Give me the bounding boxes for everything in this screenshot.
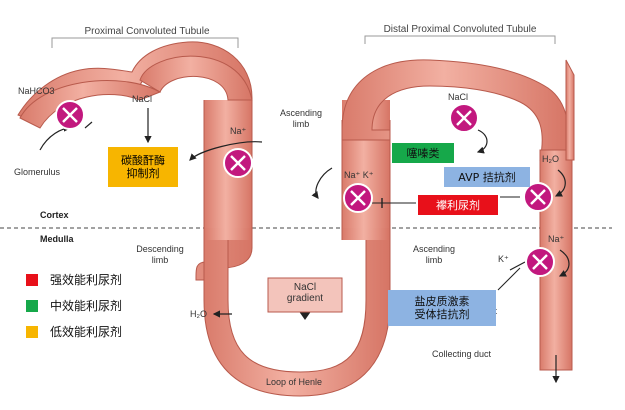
nak-arrow bbox=[311, 167, 333, 199]
legend-medium: 中效能利尿剂 bbox=[26, 297, 122, 314]
blocker-icon bbox=[343, 183, 373, 213]
legend-swatch-red bbox=[26, 273, 38, 286]
legend-strong: 强效能利尿剂 bbox=[26, 271, 122, 288]
medulla-label: Medulla bbox=[40, 234, 74, 244]
nacl-label-left: NaCl bbox=[132, 94, 153, 104]
loop-diuretic-box: 襻利尿剂 bbox=[418, 195, 498, 215]
legend-low: 低效能利尿剂 bbox=[26, 323, 122, 340]
k-label-lower: K⁺ bbox=[498, 254, 509, 264]
distal-title: Distal Proximal Convoluted Tubule bbox=[383, 24, 537, 35]
blocker-icon bbox=[55, 100, 85, 130]
proximal-title: Proximal Convoluted Tubule bbox=[84, 26, 210, 37]
nacl-label-right: NaCl bbox=[448, 92, 469, 102]
h2o-arrow-right bbox=[554, 169, 566, 197]
cortex-label: Cortex bbox=[40, 210, 69, 220]
blocker-icon bbox=[525, 247, 555, 277]
legend-swatch-green bbox=[26, 299, 38, 312]
distal-bracket bbox=[364, 35, 556, 44]
na-arrow-lower bbox=[558, 249, 570, 277]
proximal-bracket bbox=[51, 37, 239, 48]
glomerulus-label: Glomerulus bbox=[14, 167, 61, 177]
legend-swatch-yellow bbox=[26, 325, 38, 338]
loop-of-henle-label: Loop of Henle bbox=[266, 377, 323, 387]
na-arrow-left bbox=[189, 141, 263, 161]
carbonic-anhydrase-inhibitor-box: 碳酸酐酶 抑制剂 bbox=[108, 147, 178, 187]
nacl-arrow-right bbox=[476, 129, 488, 154]
blocker-icon bbox=[449, 103, 479, 133]
avp-antagonist-box: AVP 拮抗剂 bbox=[444, 167, 530, 187]
ascending-limb-lower-label: Ascending limb bbox=[412, 244, 456, 265]
mineralocorticoid-antagonist-box: 盐皮质激素 受体拮抗剂 bbox=[388, 290, 496, 326]
h2o-label-right: H₂O bbox=[542, 154, 559, 164]
ascending-limb-upper-label: Ascending limb bbox=[279, 108, 323, 129]
nacl-gradient-box bbox=[267, 277, 343, 313]
collecting-duct-label: Collecting duct bbox=[432, 349, 492, 359]
nacl-gradient-label: NaCl gradient bbox=[286, 282, 324, 304]
na-label-left: Na⁺ bbox=[230, 126, 247, 136]
na-k-label: Na⁺ K⁺ bbox=[344, 170, 374, 180]
descending-limb-label: Descending limb bbox=[136, 244, 184, 265]
na-label-lower: Na⁺ bbox=[548, 234, 565, 244]
thiazide-box: 噻嗪类 bbox=[392, 143, 454, 163]
legend-label: 低效能利尿剂 bbox=[50, 325, 123, 339]
legend-label: 中效能利尿剂 bbox=[50, 299, 123, 313]
k-arrow-lower bbox=[509, 261, 526, 271]
proximal-upper-loop bbox=[139, 55, 253, 101]
nahco3-label: NaHCO3 bbox=[18, 86, 55, 96]
blocker-icon bbox=[523, 182, 553, 212]
legend-label: 强效能利尿剂 bbox=[50, 273, 123, 287]
blocker-icon bbox=[223, 148, 253, 178]
h2o-label-left: H₂O bbox=[190, 309, 207, 319]
